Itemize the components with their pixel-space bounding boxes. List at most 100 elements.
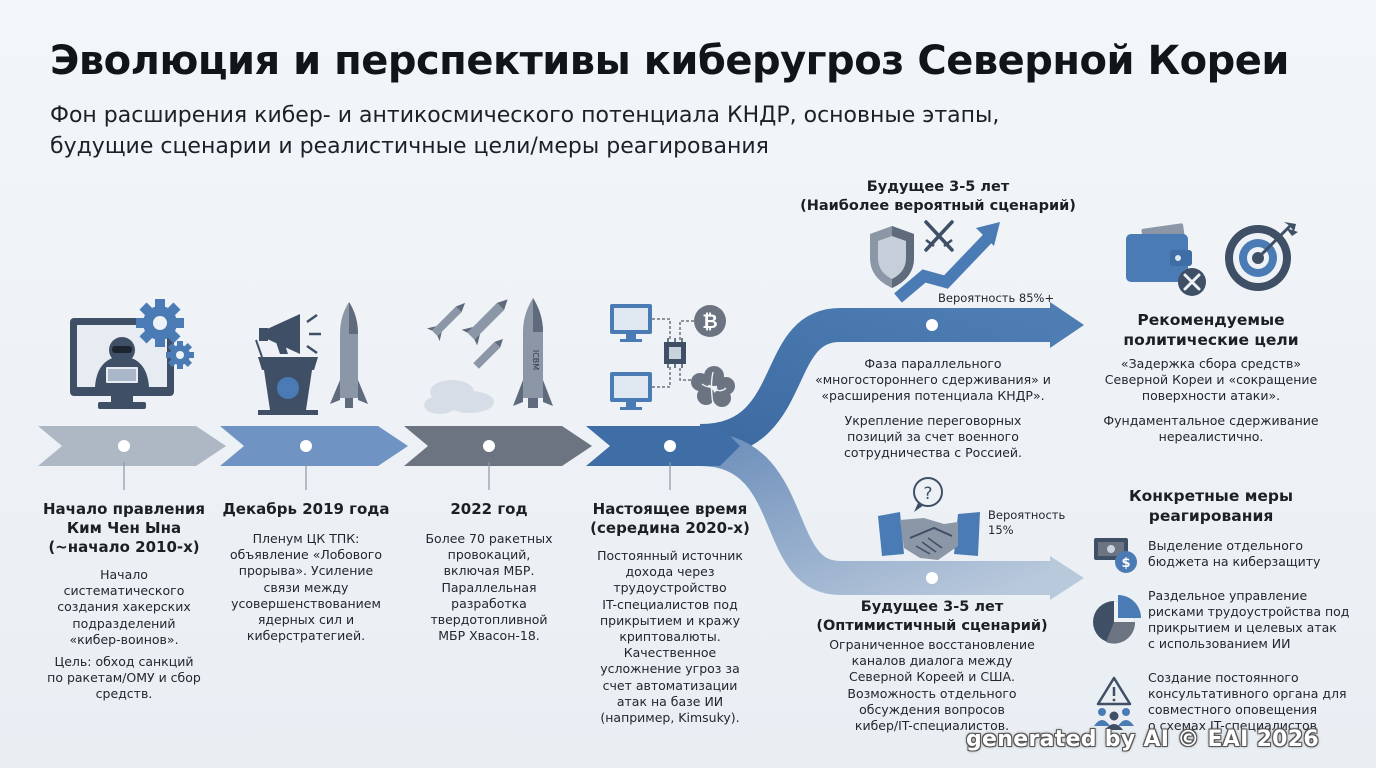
measure-item-line: консультативного органа для (1148, 686, 1347, 701)
stage-1-line: «кибер-воинов». (69, 631, 179, 647)
scenario-optimistic-line: обсуждения вопросов (859, 701, 1005, 717)
timeline-arrow-4 (586, 426, 740, 466)
policy-goals-heading-line: политические цели (1123, 331, 1299, 349)
stage-2-line: ядерных сил и (257, 612, 355, 628)
stage-2-line: киберстратегией. (246, 628, 366, 644)
timeline-arrow-2 (220, 426, 408, 466)
measure-item-line: о схемах IT-специалистов (1148, 718, 1318, 733)
stage-1-heading-line: Ким Чен Ына (66, 519, 182, 537)
page-subtitle: Фон расширения кибер- и антикосмического… (50, 100, 1150, 162)
scenario-optimistic-description: Ограниченное восстановление каналов диал… (800, 637, 1064, 740)
scenario-likely-paragraph-2: Укрепление переговорных позиций за счет … (790, 413, 1076, 462)
measure-item-line: рисками трудоустройства под (1148, 604, 1350, 619)
policy-goals-paragraph-2: Фундаментальное сдерживание нереалистичн… (1086, 413, 1336, 445)
timeline-arrow-1 (38, 426, 226, 466)
svg-text:$: $ (1121, 556, 1130, 571)
measures-heading: Конкретные меры реагирования (1096, 486, 1326, 526)
stage-4-heading-line: Настоящее время (592, 500, 748, 518)
stage-4-heading-line: (середина 2020-х) (590, 519, 750, 537)
stage-2-line: связи между (263, 579, 349, 595)
icbm-label: ICBM (531, 350, 540, 370)
stage-4-line: счет автоматизации (602, 677, 738, 693)
stage-4-line: Постоянный источник (597, 548, 743, 563)
scenario-optimistic-probability-line: Вероятность (988, 508, 1066, 522)
scenario-optimistic-heading-line: Будущее 3-5 лет (860, 599, 1004, 615)
missiles-launch-icon: ICBM (424, 298, 553, 414)
stage-1-heading-line: Начало правления (43, 500, 205, 518)
stage-1-heading-line: (~начало 2010-х) (48, 538, 200, 556)
measure-item-line: Выделение отдельного (1148, 538, 1304, 553)
branch-dot-upper (926, 319, 938, 331)
scenario-likely-line: Укрепление переговорных (844, 412, 1022, 428)
timeline-dot-2 (300, 440, 312, 452)
stage-4-line: усложнение угроз за (600, 661, 740, 677)
scenario-optimistic-probability-line: 15% (988, 523, 1014, 537)
stage-3-line: включая МБР. (443, 563, 535, 579)
scenario-optimistic-line: Возможность отдельного (847, 685, 1017, 701)
warning-people-icon (1094, 676, 1134, 730)
budget-cash-icon: $ (1094, 538, 1137, 573)
timeline-dot-1 (118, 440, 130, 452)
stage-3-description: Более 70 ракетных провокаций, включая МБ… (404, 531, 574, 650)
stage-1-line: подразделений (72, 615, 176, 631)
hacker-computer-icon (70, 299, 194, 409)
stage-4-line: дохода через (625, 564, 715, 580)
timeline-dot-3 (483, 440, 495, 452)
measures-heading-line: Конкретные меры (1128, 487, 1294, 505)
policy-goals-line: «Задержка сбора средств» (1120, 356, 1302, 371)
stage-1-line: средств. (95, 686, 153, 702)
policy-goals-line: поверхности атаки». (1141, 388, 1281, 404)
scenario-optimistic-heading: Будущее 3-5 лет (Оптимистичный сценарий) (800, 598, 1064, 636)
scenario-optimistic-paragraph-1: Ограниченное восстановление каналов диал… (800, 637, 1064, 734)
stage-1-heading: Начало правления Ким Чен Ына (~начало 20… (34, 500, 214, 557)
measure-item-line: прикрытием и целевых атак (1148, 620, 1337, 635)
stage-2-line: Пленум ЦК ТПК: (252, 531, 360, 546)
policy-goals-line: Северной Кореи и «сокращение (1104, 372, 1318, 388)
policy-goals-line: Фундаментальное сдерживание (1103, 412, 1319, 428)
measures-heading-line: реагирования (1148, 507, 1274, 525)
branch-dot-lower (926, 572, 938, 584)
target-icon (1225, 222, 1298, 291)
scenario-likely-line: сотрудничества с Россией. (844, 445, 1022, 461)
measure-item-line: Создание постоянного (1148, 670, 1299, 685)
podium-megaphone-missile-icon (255, 302, 368, 415)
network-crypto-ai-icon: ₿ (610, 304, 735, 410)
stage-2-heading: Декабрь 2019 года (214, 500, 398, 519)
stage-1-line: Начало (100, 567, 148, 582)
stage-4-line: IT-специалистов под (602, 596, 738, 612)
page-title: Эволюция и перспективы киберугроз Северн… (50, 38, 1289, 84)
stage-4-heading: Настоящее время (середина 2020-х) (584, 500, 756, 538)
scenario-likely-line: «многостороннего сдерживания» и (815, 372, 1051, 388)
pie-chart-icon (1093, 595, 1141, 644)
stage-1-description: Начало систематического создания хакерск… (34, 567, 214, 709)
stage-3-paragraph-1: Более 70 ракетных провокаций, включая МБ… (404, 531, 574, 644)
stage-1-paragraph-2: Цель: обход санкций по ракетам/ОМУ и сбо… (34, 654, 214, 703)
stage-2-line: прорыва». Усиление (238, 563, 374, 579)
svg-text:₿: ₿ (702, 311, 717, 333)
policy-goals-description: «Задержка сбора средств» Северной Кореи … (1086, 356, 1336, 451)
scenario-likely-heading-line: (Наиболее вероятный сценарий) (800, 198, 1076, 214)
measure-item-2: Раздельное управление рисками трудоустро… (1148, 588, 1349, 652)
measure-item-1: Выделение отдельного бюджета на киберзащ… (1148, 538, 1320, 570)
scenario-likely-paragraph-1: Фаза параллельного «многостороннего сдер… (790, 356, 1076, 405)
timeline-markers (118, 319, 938, 584)
subtitle-line-2: будущие сценарии и реалистичные цели/мер… (50, 134, 769, 159)
stage-3-line: Параллельная (441, 579, 537, 595)
stage-1-line: создания хакерских (57, 599, 191, 615)
shield-swords-growth-icon (870, 220, 1000, 303)
scenario-optimistic-line: Ограниченное восстановление (829, 637, 1035, 652)
branch-arrow-lower (699, 432, 1084, 600)
stage-4-paragraph-1: Постоянный источник дохода через трудоус… (584, 548, 756, 726)
stage-3-heading: 2022 год (404, 500, 574, 519)
stage-2-line: объявление «Лобового (230, 547, 382, 563)
stage-1-line: по ракетам/ОМУ и сбор (47, 670, 201, 686)
stage-4-line: Качественное (623, 645, 717, 661)
stage-4-line: (например, Kimsuky). (600, 710, 740, 726)
scenario-likely-line: «расширения потенциала КНДР». (821, 388, 1045, 404)
measure-item-3: Создание постоянного консультативного ор… (1148, 670, 1347, 734)
scenario-likely-probability: Вероятность 85%+ (938, 291, 1055, 305)
measure-item-line: Раздельное управление (1148, 588, 1308, 603)
stage-2-description: Пленум ЦК ТПК: объявление «Лобового прор… (214, 531, 398, 650)
scenario-optimistic-heading-line: (Оптимистичный сценарий) (816, 618, 1048, 634)
